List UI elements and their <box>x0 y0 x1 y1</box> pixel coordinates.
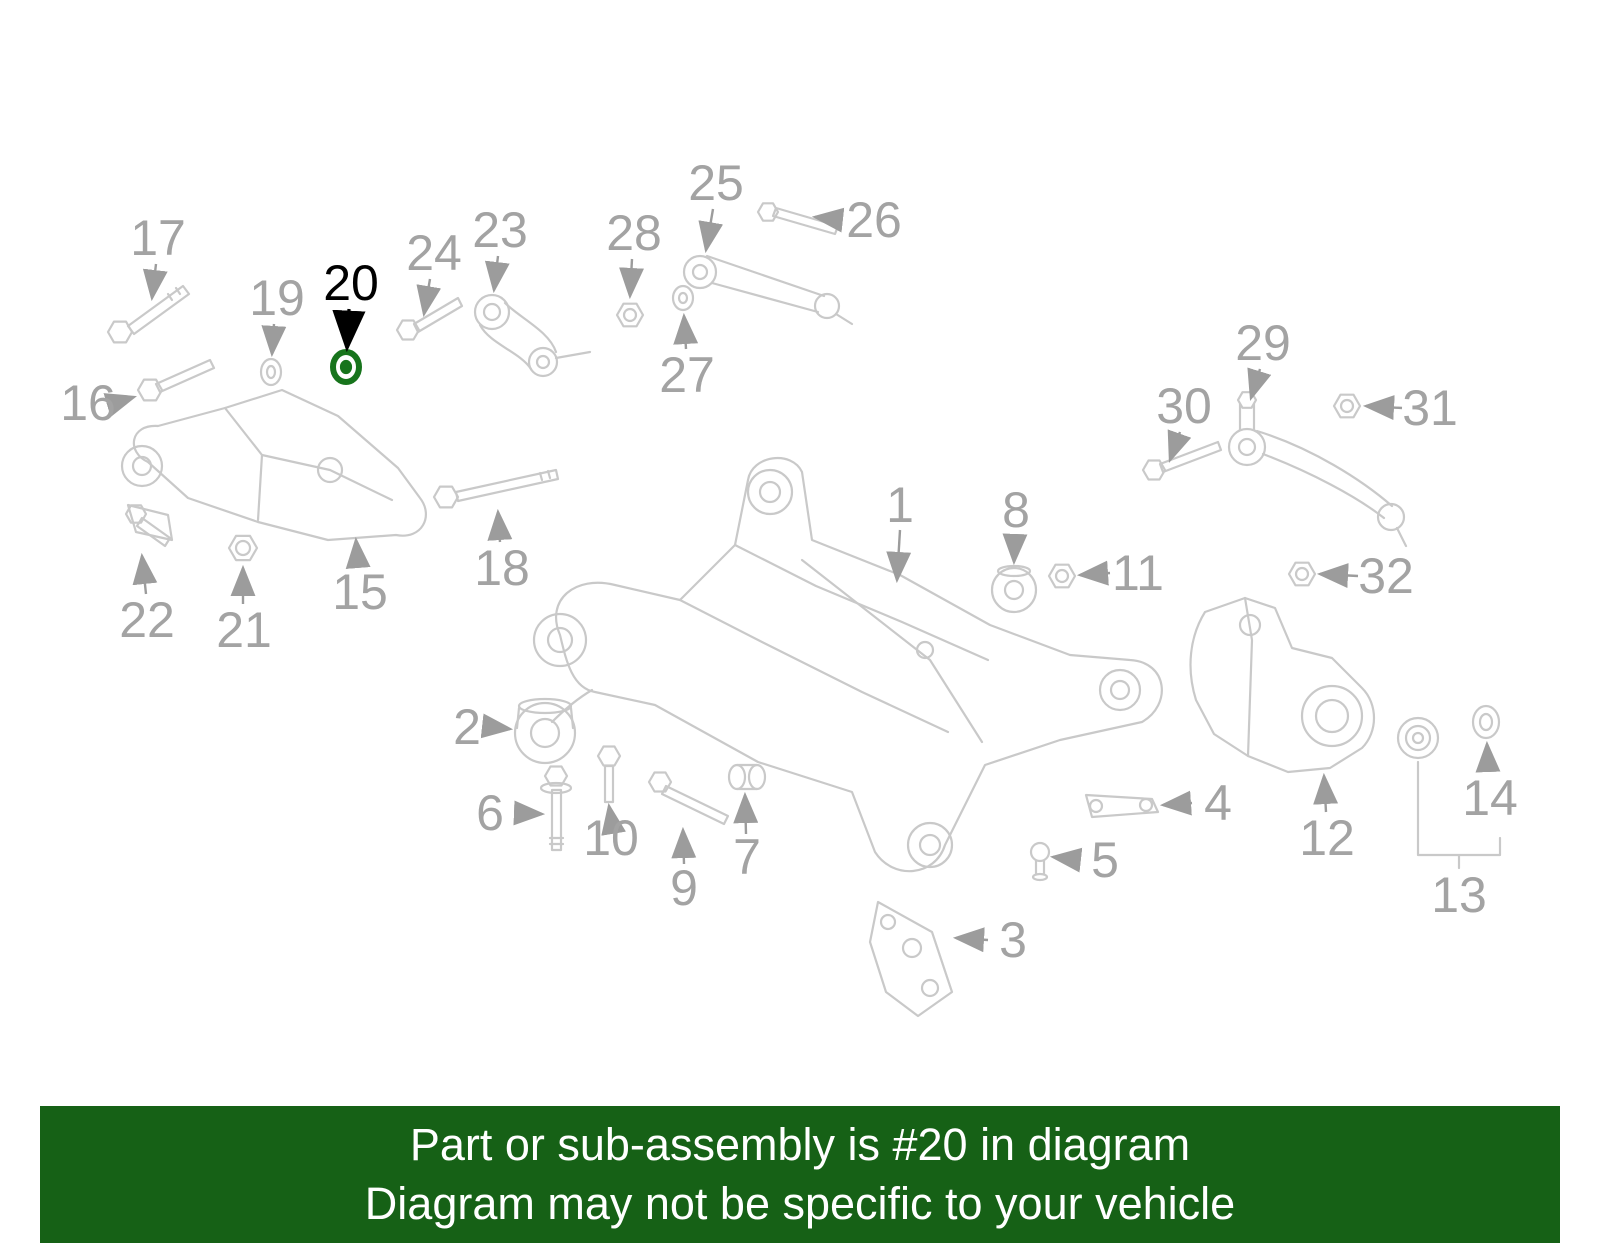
part-20-highlighted-grommet <box>330 349 362 385</box>
part-5-clip <box>1029 841 1051 882</box>
leader-arrow <box>1313 772 1339 813</box>
leader-arrow <box>416 278 442 318</box>
leader-arrow <box>513 800 546 826</box>
leader-arrow <box>619 258 644 300</box>
part-2-bushing <box>513 697 577 765</box>
part-27-washer <box>671 284 695 312</box>
part-23-link <box>473 293 592 378</box>
leader-arrow <box>487 508 513 543</box>
leader-arrow <box>1159 790 1193 816</box>
part-21-nut <box>227 534 259 562</box>
part-9-bolt <box>647 771 730 826</box>
part-15-trailing-arm-bracket <box>120 388 427 542</box>
leader-arrow <box>1002 533 1028 566</box>
part-18-bolt <box>432 468 560 509</box>
leader-arrow <box>132 552 158 595</box>
leader-arrows <box>103 207 1501 953</box>
leader-arrow <box>1049 847 1083 873</box>
part-32-nut <box>1287 561 1317 587</box>
leader-arrow <box>345 536 371 569</box>
part-19-washer <box>259 357 283 387</box>
part-7-spacer <box>727 763 767 791</box>
leader-arrow <box>698 208 724 254</box>
part-4-strap <box>1084 793 1160 819</box>
part-8-bushing <box>990 564 1038 614</box>
leader-arrow <box>601 802 626 836</box>
part-16-bolt <box>136 358 216 402</box>
part-6-bolt <box>539 765 573 852</box>
part-29-upper-arm <box>1227 391 1408 548</box>
leader-arrow <box>142 263 168 302</box>
leader-arrow <box>1316 563 1359 588</box>
leader-arrow <box>733 791 759 835</box>
part-10-bolt <box>596 745 622 804</box>
leader-arrow <box>1247 367 1272 401</box>
leader-arrow <box>1076 560 1111 586</box>
part-25-control-arm <box>682 254 854 326</box>
part-24-bolt <box>395 296 464 341</box>
part-12-knuckle <box>1189 596 1375 774</box>
leader-arrow <box>103 393 137 418</box>
highlight-banner: Part or sub-assembly is #20 in diagram D… <box>40 1106 1560 1243</box>
diagram-line-art <box>106 202 1502 1018</box>
leader-arrow <box>671 826 697 865</box>
part-11-nut <box>1047 563 1077 589</box>
leader-arrow <box>1362 395 1403 421</box>
part-30-bolt <box>1141 440 1223 481</box>
part-1-subframe <box>532 457 1163 873</box>
part-17-bolt <box>106 284 191 344</box>
leader-arrow <box>1167 429 1192 463</box>
leader-arrow <box>1475 740 1501 773</box>
part-3-bracket <box>868 900 954 1018</box>
leader-arrow <box>811 207 845 233</box>
banner-line1: Part or sub-assembly is #20 in diagram <box>409 1119 1191 1170</box>
part-31-nut <box>1332 393 1362 419</box>
leader-arrow <box>673 312 699 350</box>
part-22-bolt <box>124 504 172 548</box>
leader-arrow <box>952 927 989 953</box>
leader-arrow <box>484 255 510 294</box>
leader-arrow <box>480 713 514 739</box>
part-13-14-bushing-and-washer <box>1396 704 1502 870</box>
banner-line2: Diagram may not be specific to your vehi… <box>364 1177 1236 1229</box>
leader-arrow <box>886 529 912 584</box>
leader-arrow <box>261 323 287 358</box>
part-28-nut <box>615 302 645 328</box>
leader-arrow <box>332 308 366 353</box>
